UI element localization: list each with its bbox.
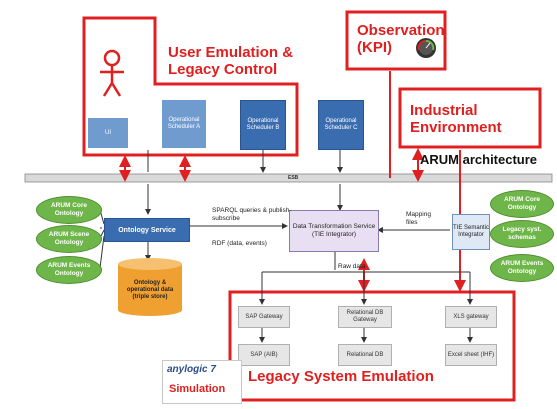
industrial-label: Industrial Environment <box>410 102 502 136</box>
esb-label: ESB <box>288 175 299 181</box>
rdf-edge-label: RDF (data, events) <box>212 240 267 247</box>
industrial-region <box>398 87 542 149</box>
ui-box: UI <box>88 118 128 148</box>
sparql-edge-label: SPARQL queries & publish-subscribe <box>212 207 292 222</box>
user-emulation-region <box>82 16 299 157</box>
tie-semantic-box: TIE Semantic Integrator <box>452 214 490 250</box>
kpi-gauge-icon <box>416 38 436 58</box>
right-ellipse-core-ontology: ARUM Core Ontology <box>490 190 554 218</box>
scheduler-a-box: Operational Scheduler A <box>162 100 206 148</box>
architecture-title: ARUM architecture <box>420 152 538 167</box>
scheduler-c-box: Operational Scheduler C <box>318 100 364 150</box>
simulation-label: Simulation <box>169 383 226 395</box>
right-ellipse-legacy-schemas: Legacy syst. schemas <box>490 220 554 248</box>
ontology-service-box: Ontology Service <box>104 218 190 242</box>
anylogic-logo: anylogic 7 <box>167 364 216 375</box>
relational-db-box: Relational DB <box>338 344 392 366</box>
left-ellipse-events-ontology: ARUM Events Ontology <box>36 256 102 284</box>
legacy-region <box>228 290 516 402</box>
legacy-label: Legacy System Emulation <box>248 368 434 385</box>
scheduler-b-box: Operational Scheduler B <box>240 100 286 150</box>
triple-store-cylinder <box>118 258 182 316</box>
xls-gateway-box: XLS gateway <box>445 306 497 328</box>
data-transformation-box: Data Transformation Service (TIE Integra… <box>289 210 379 252</box>
mapping-edge-label: Mapping files <box>406 211 431 226</box>
esb-bar <box>24 173 553 183</box>
user-figure-icon <box>100 49 124 97</box>
sap-aib-box: SAP (AIB) <box>238 344 290 366</box>
sap-gateway-box: SAP Gateway <box>238 306 290 328</box>
triple-store-label: Ontology & operational data (triple stor… <box>126 279 174 300</box>
left-ellipse-core-ontology: ARUM Core Ontology <box>36 196 102 224</box>
relational-gateway-box: Relational DB Gateway <box>338 306 392 328</box>
user-emulation-label: User Emulation & Legacy Control <box>168 44 294 78</box>
right-ellipse-events-ontology: ARUM Events Ontology <box>490 254 554 282</box>
left-ellipse-scene-ontology: ARUM Scene Ontology <box>36 225 102 253</box>
excel-sheet-box: Excel sheet (IHF) <box>445 344 497 366</box>
anylogic-badge: anylogic 7 Simulation <box>162 360 242 404</box>
observation-region <box>345 10 447 71</box>
raw-data-edge-label: Raw data <box>338 263 366 270</box>
observation-label: Observation (KPI) <box>357 22 445 56</box>
